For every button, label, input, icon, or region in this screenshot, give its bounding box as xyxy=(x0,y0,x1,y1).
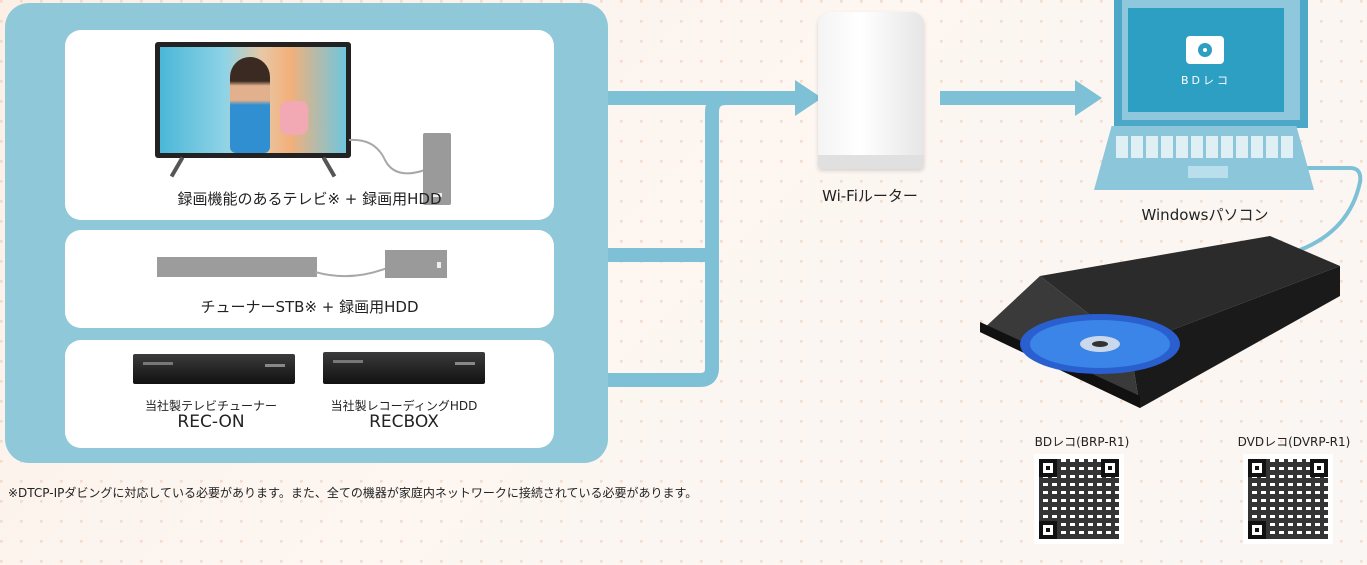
card1-caption: 録画機能のあるテレビ※ + 録画用HDD xyxy=(177,190,442,208)
stb-with-hdd-card: チューナーSTB※ + 録画用HDD xyxy=(65,230,554,328)
tv-leg-left xyxy=(169,156,185,178)
arrow-to-router-icon xyxy=(795,80,822,116)
stb-illustration xyxy=(157,257,317,277)
external-drive-image xyxy=(980,236,1340,408)
card2-caption: チューナーSTB※ + 録画用HDD xyxy=(200,298,419,316)
bd-reco-app-icon xyxy=(1186,36,1224,64)
router-label: Wi-Fiルーター xyxy=(822,187,918,205)
recbox-caption-small: 当社製レコーディングHDD xyxy=(330,399,478,413)
recbox-caption-large: RECBOX xyxy=(369,412,439,433)
wifi-router-image xyxy=(818,12,924,169)
rec-on-device-image xyxy=(133,354,295,384)
tv-leg-right xyxy=(321,156,337,178)
tv-person-image xyxy=(230,57,270,153)
app-name: BDレコ xyxy=(1180,74,1232,87)
qr-code-bd[interactable] xyxy=(1034,454,1124,544)
rec-on-caption-large: REC-ON xyxy=(177,412,245,433)
tv-with-hdd-card: 録画機能のあるテレビ※ + 録画用HDD xyxy=(65,30,554,220)
laptop-screen: BDレコ xyxy=(1128,8,1284,112)
laptop-keys xyxy=(1116,136,1294,158)
rec-on-caption: 当社製テレビチューナー REC-ON xyxy=(121,399,301,433)
tv-bag-image xyxy=(280,101,308,135)
hdd-illustration xyxy=(385,250,447,278)
tv-hdd-cable xyxy=(348,138,426,175)
rec-on-caption-small: 当社製テレビチューナー xyxy=(144,399,277,413)
arrow-to-pc-icon xyxy=(1075,80,1102,116)
tv-illustration xyxy=(155,42,351,158)
usb-cable xyxy=(1299,166,1363,252)
own-products-card: 当社製テレビチューナー REC-ON 当社製レコーディングHDD RECBOX xyxy=(65,340,554,448)
tv-screen xyxy=(160,47,346,153)
laptop-touchpad xyxy=(1188,166,1228,178)
qr-label-dvd: DVDレコ(DVRP-R1) xyxy=(1237,435,1351,449)
qr-label-bd: BDレコ(BRP-R1) xyxy=(1034,435,1130,449)
stb-hdd-cable xyxy=(315,267,387,278)
recbox-device-image xyxy=(323,352,485,384)
footnote: ※DTCP-IPダビングに対応している必要があります。また、全ての機器が家庭内ネ… xyxy=(8,486,698,500)
recbox-caption: 当社製レコーディングHDD RECBOX xyxy=(311,399,497,433)
qr-code-dvd[interactable] xyxy=(1243,454,1333,544)
source-devices-panel: 録画機能のあるテレビ※ + 録画用HDD チューナーSTB※ + 録画用HDD … xyxy=(5,3,608,463)
pc-label: Windowsパソコン xyxy=(1141,206,1269,224)
hdd-illustration xyxy=(423,133,451,205)
